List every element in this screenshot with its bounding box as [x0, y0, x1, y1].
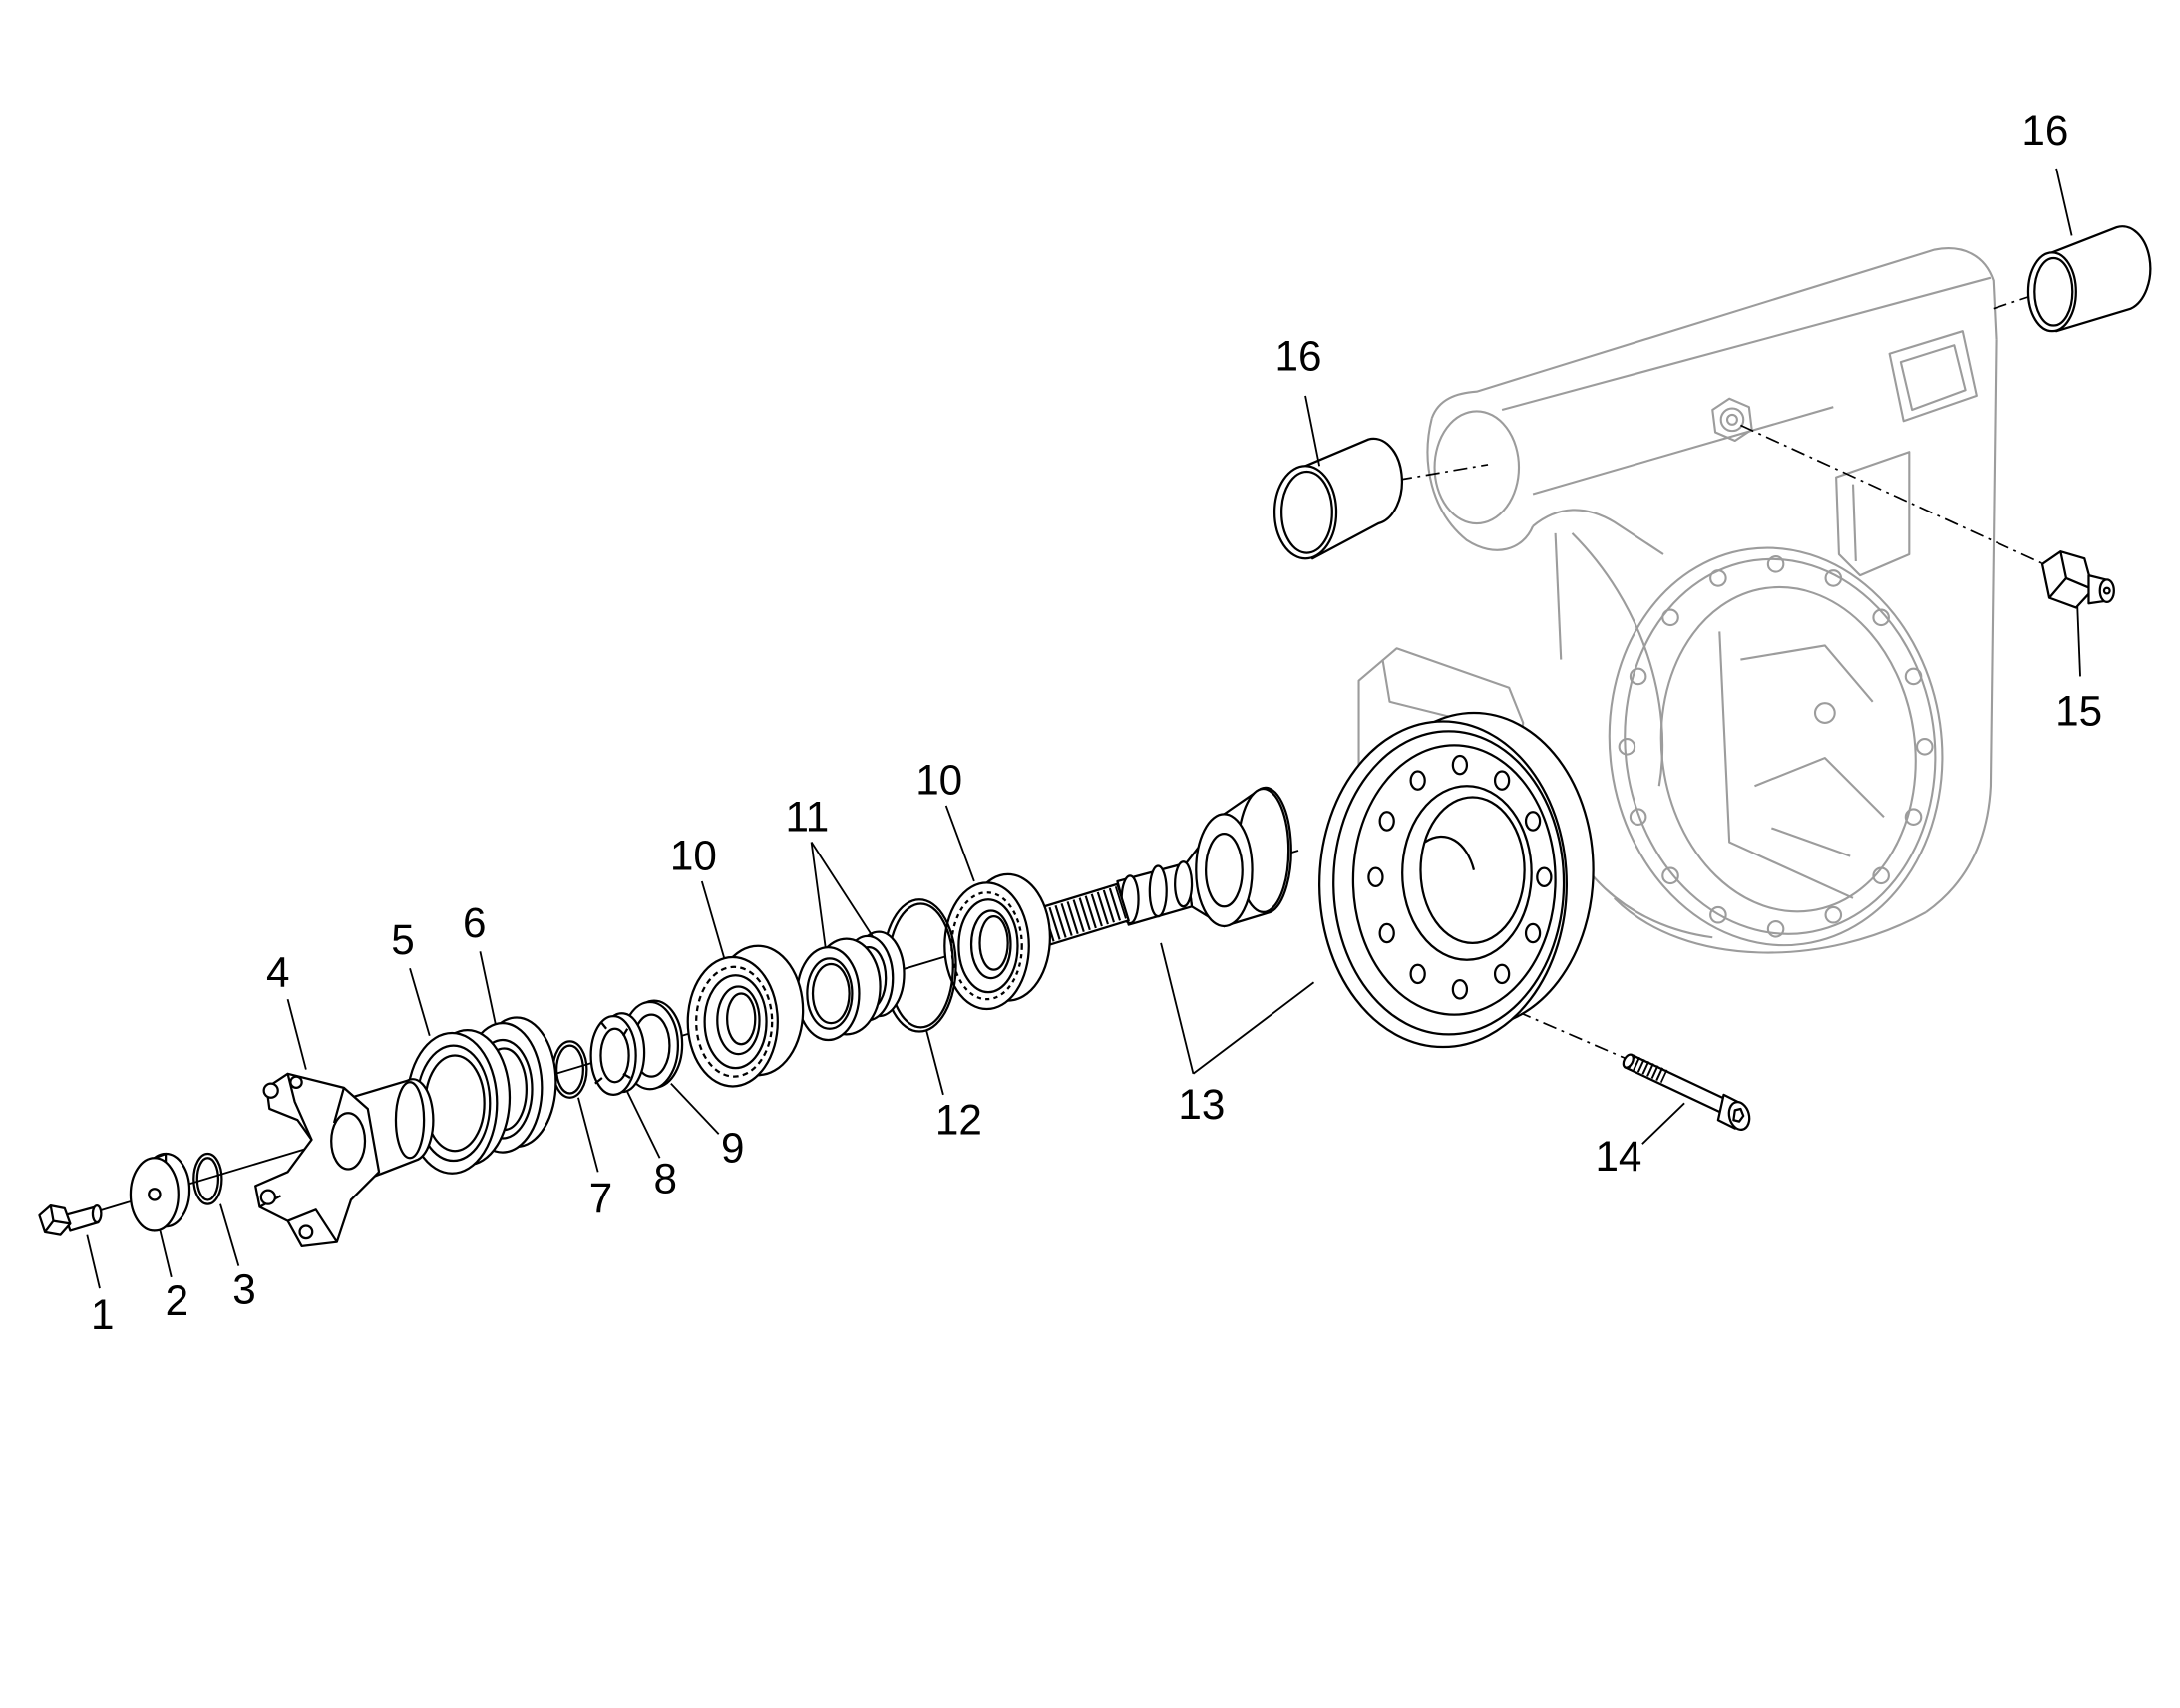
yoke-bolt [38, 1203, 103, 1236]
axle-housing [1357, 247, 1998, 954]
drive-yoke [254, 1072, 435, 1248]
sleeve-bushing-top [2026, 225, 2152, 333]
callout-label-7: 7 [589, 1175, 612, 1221]
callout-label-12: 12 [935, 1096, 982, 1143]
pinion-shaft [1024, 786, 1292, 949]
callout-label-8: 8 [653, 1155, 676, 1201]
callout-label-9: 9 [721, 1124, 744, 1171]
flange-bolt [1622, 1053, 1751, 1131]
tapered-bearing-left [686, 944, 805, 1088]
callout-label-16-middle: 16 [1275, 333, 1322, 380]
tapered-bearing-right [943, 872, 1052, 1011]
callout-label-15: 15 [2055, 688, 2102, 735]
callout-label-2: 2 [166, 1277, 188, 1324]
grease-fitting [2040, 550, 2115, 609]
leader-lines [86, 168, 2081, 1289]
callout-label-6: 6 [463, 899, 486, 946]
sleeve-bushing-middle [1272, 437, 1404, 560]
drive-flange [1318, 711, 1595, 1049]
callout-label-13: 13 [1178, 1081, 1225, 1128]
callout-label-10-right: 10 [915, 757, 962, 804]
flat-washer [129, 1152, 191, 1232]
callout-label-10-left: 10 [670, 833, 717, 879]
spacer-ring-pair [796, 930, 906, 1042]
callout-label-4: 4 [266, 949, 289, 996]
callout-label-1: 1 [91, 1291, 114, 1338]
callout-label-11: 11 [785, 793, 829, 840]
callout-label-3: 3 [232, 1266, 255, 1313]
slotted-nut [589, 1012, 646, 1097]
callout-label-16-top: 16 [2021, 107, 2068, 154]
o-ring-small [192, 1152, 223, 1205]
housing-flange-bolt-holes [1618, 555, 1934, 938]
callout-labels: 1 2 3 4 5 6 7 8 9 10 10 11 12 13 14 15 1… [91, 107, 2102, 1338]
callout-label-5: 5 [391, 916, 414, 963]
flange-bolt-holes [1367, 754, 1553, 1000]
callout-label-14: 14 [1595, 1133, 1641, 1180]
